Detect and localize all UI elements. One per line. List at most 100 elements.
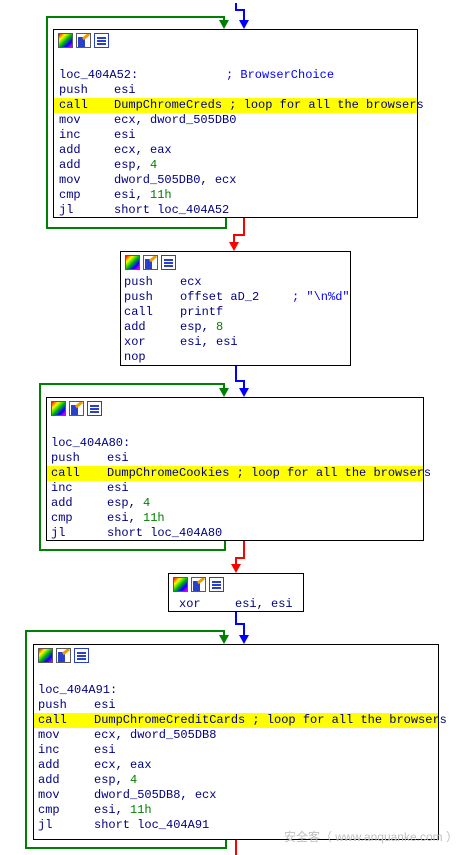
operand: esp, 4 bbox=[114, 158, 158, 172]
mnemonic: add bbox=[59, 158, 81, 172]
block-header-icons bbox=[58, 33, 109, 48]
text-view-icon[interactable] bbox=[209, 577, 224, 592]
code-label[interactable]: loc_404A91: bbox=[38, 683, 118, 697]
mnemonic: jl bbox=[38, 818, 53, 832]
operand: ecx, dword_505DB0 bbox=[114, 113, 237, 127]
mnemonic: push bbox=[124, 275, 153, 289]
mnemonic: cmp bbox=[51, 511, 73, 525]
numeric-literal: 11h bbox=[130, 803, 152, 817]
edge-loop-3-arrow bbox=[219, 635, 229, 644]
text-view-icon[interactable] bbox=[94, 33, 109, 48]
numeric-literal: 4 bbox=[130, 773, 138, 787]
operand: dword_505DB0, ecx bbox=[114, 173, 237, 187]
text-view-icon[interactable] bbox=[161, 255, 176, 270]
edge-loop-3 bbox=[25, 630, 227, 849]
block-header-icons bbox=[173, 577, 224, 592]
mnemonic: mov bbox=[38, 788, 60, 802]
code-comment: ; "\n%d" bbox=[292, 290, 350, 304]
operand: esi bbox=[114, 83, 136, 97]
mnemonic: add bbox=[124, 320, 146, 334]
text-view-icon[interactable] bbox=[74, 648, 89, 663]
graph-overview-icon[interactable] bbox=[51, 401, 66, 416]
operand: printf bbox=[180, 305, 224, 319]
block-header-icons bbox=[51, 401, 102, 416]
instruction-line[interactable]: push esi bbox=[54, 83, 417, 98]
mnemonic: call bbox=[124, 305, 153, 319]
numeric-literal: 4 bbox=[143, 496, 151, 510]
code-label[interactable]: loc_404A80: bbox=[51, 436, 131, 450]
code-comment: ; BrowserChoice bbox=[226, 68, 335, 82]
color-node-icon[interactable] bbox=[56, 648, 71, 663]
operand: DumpChromeCreds ; loop for all the brows… bbox=[114, 98, 424, 112]
label-line[interactable]: loc_404A52: ; BrowserChoice bbox=[54, 68, 417, 83]
mnemonic: call bbox=[51, 466, 80, 480]
mnemonic: xor bbox=[124, 335, 146, 349]
color-node-icon[interactable] bbox=[76, 33, 91, 48]
instruction-line[interactable]: xor esi, esi bbox=[121, 335, 350, 350]
edge-incoming-arrow bbox=[239, 20, 249, 29]
code-label[interactable]: loc_404A52: bbox=[59, 68, 139, 82]
edge-loop-2 bbox=[39, 383, 226, 551]
block-header-icons bbox=[125, 255, 176, 270]
mnemonic: push bbox=[59, 83, 88, 97]
instruction-line[interactable]: push ecx bbox=[121, 275, 350, 290]
operand: esi, esi bbox=[180, 335, 238, 349]
operand: DumpChromeCookies ; loop for all the bro… bbox=[107, 466, 432, 480]
operand: esi, 11h bbox=[94, 803, 152, 817]
edge-flow-3 bbox=[235, 612, 245, 638]
mnemonic: add bbox=[51, 496, 73, 510]
operand: esi bbox=[94, 743, 116, 757]
graph-overview-icon[interactable] bbox=[125, 255, 140, 270]
instruction-line[interactable]: add esp, 4 bbox=[54, 158, 417, 173]
label-line[interactable]: loc_404A91: bbox=[34, 683, 438, 698]
graph-overview-icon[interactable] bbox=[173, 577, 188, 592]
graph-overview-icon[interactable] bbox=[58, 33, 73, 48]
color-node-icon[interactable] bbox=[143, 255, 158, 270]
label-line[interactable]: loc_404A80: bbox=[47, 436, 423, 451]
color-node-icon[interactable] bbox=[69, 401, 84, 416]
operand: ecx bbox=[180, 275, 202, 289]
mnemonic: push bbox=[124, 290, 153, 304]
text-view-icon[interactable] bbox=[87, 401, 102, 416]
instruction-line[interactable]: nop bbox=[121, 350, 350, 365]
edge-exit-2-arrow bbox=[231, 564, 241, 573]
instruction-line[interactable]: call printf bbox=[121, 305, 350, 320]
mnemonic: jl bbox=[51, 526, 66, 540]
numeric-literal: 11h bbox=[150, 188, 172, 202]
mnemonic: jl bbox=[59, 203, 74, 217]
instruction-line[interactable]: call DumpChromeCookies ; loop for all the… bbox=[47, 466, 431, 481]
edge-loop-1 bbox=[46, 16, 227, 229]
color-node-icon[interactable] bbox=[191, 577, 206, 592]
graph-overview-icon[interactable] bbox=[38, 648, 53, 663]
